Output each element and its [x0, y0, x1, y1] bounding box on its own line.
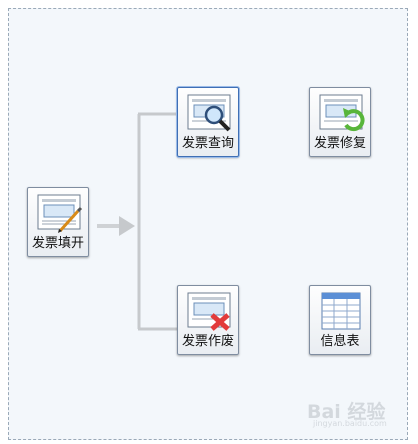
invoice-delete-icon	[187, 292, 231, 331]
watermark-logo: Bai 经验	[307, 401, 386, 423]
invoice-repair-button[interactable]: 发票修复	[309, 87, 371, 157]
invoice-query-label: 发票查询	[181, 136, 234, 151]
info-table-label: 信息表	[320, 334, 360, 349]
table-icon	[321, 292, 361, 330]
invoice-query-button[interactable]: 发票查询	[177, 87, 239, 157]
invoice-fill-button[interactable]: 发票填开	[27, 187, 89, 257]
baidu-watermark: Bai 经验 jingyan.baidu.com	[305, 389, 397, 435]
flow-panel: 发票填开 发票查询 发票修复	[8, 8, 408, 440]
invoice-magnifier-icon	[187, 94, 231, 132]
invoice-pen-icon	[37, 194, 83, 233]
watermark-url: jingyan.baidu.com	[313, 419, 387, 428]
invoice-refresh-icon	[319, 94, 365, 132]
info-table-button[interactable]: 信息表	[309, 285, 371, 355]
invoice-repair-label: 发票修复	[313, 136, 366, 151]
invoice-fill-label: 发票填开	[31, 236, 84, 251]
invoice-void-button[interactable]: 发票作废	[177, 285, 239, 355]
invoice-void-label: 发票作废	[181, 334, 234, 349]
flow-connector	[97, 112, 177, 331]
